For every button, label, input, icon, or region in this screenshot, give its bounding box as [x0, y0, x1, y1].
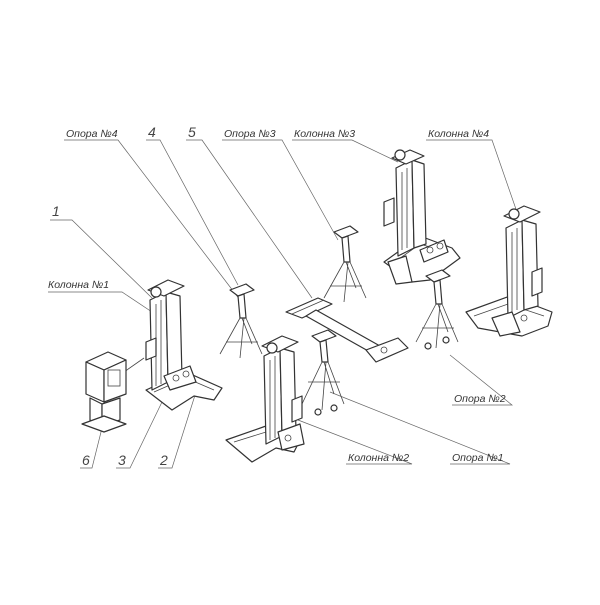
label-opora-2: Опора №2 [454, 393, 506, 405]
column-4 [465, 205, 553, 337]
label-opora-4: Опора №4 [66, 128, 118, 140]
label-5: 5 [188, 124, 196, 140]
label-opora-3: Опора №3 [224, 128, 276, 140]
label-kolonna-2: Колонна №2 [348, 452, 409, 464]
stand-1 [301, 329, 345, 416]
leader-lines [48, 139, 519, 469]
stand-4 [219, 283, 263, 359]
column-3 [383, 149, 461, 285]
label-1: 1 [52, 203, 60, 219]
stand-3 [323, 225, 367, 303]
stand-2 [415, 269, 459, 350]
label-kolonna-1: Колонна №1 [48, 279, 109, 291]
callout-labels: Опора №4 4 5 Опора №3 Колонна №3 Колонна… [48, 124, 506, 468]
label-kolonna-3: Колонна №3 [294, 128, 355, 140]
control-cabinet-6 [81, 351, 127, 433]
label-kolonna-4: Колонна №4 [428, 128, 489, 140]
column-1 [117, 279, 223, 411]
support-beam-5 [285, 297, 409, 363]
label-4: 4 [148, 124, 156, 140]
column-2 [225, 335, 305, 463]
label-3: 3 [118, 452, 126, 468]
label-opora-1: Опора №1 [452, 452, 504, 464]
label-2: 2 [159, 452, 168, 468]
label-6: 6 [82, 452, 90, 468]
